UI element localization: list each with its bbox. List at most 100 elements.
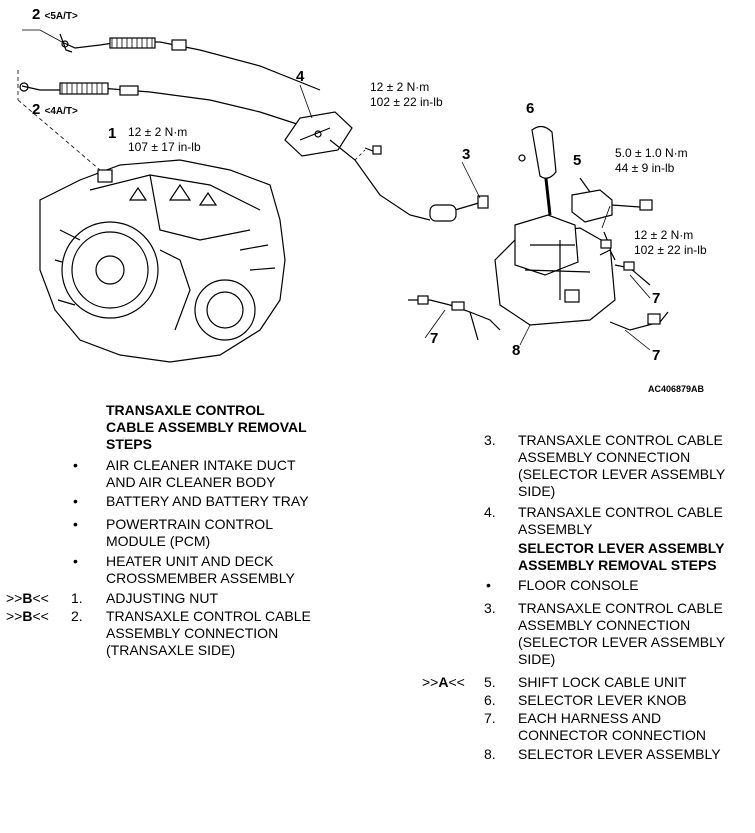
left-title-line: TRANSAXLE CONTROL bbox=[106, 402, 265, 418]
item-text: (TRANSAXLE SIDE) bbox=[106, 642, 236, 658]
list-item: 8. SELECTOR LEVER ASSEMBLY bbox=[420, 746, 755, 764]
item-text: (SELECTOR LEVER ASSEMBLY bbox=[518, 634, 726, 650]
right-section-title: SELECTOR LEVER ASSEMBLY ASSEMBLY REMOVAL… bbox=[518, 540, 724, 574]
harness-right-lower bbox=[609, 311, 669, 331]
reference-mark: >>B<< bbox=[6, 590, 49, 606]
bullet: • bbox=[73, 493, 78, 509]
right-title-line: ASSEMBLY REMOVAL STEPS bbox=[518, 557, 717, 573]
figure-id: AC406879AB bbox=[648, 384, 705, 394]
torque-1: 12 ± 2 N·m 107 ± 17 in-lb bbox=[128, 125, 201, 155]
callout-2-4at-number: 2 bbox=[32, 101, 41, 118]
item-text: SIDE) bbox=[518, 651, 556, 667]
list-item: • FLOOR CONSOLE bbox=[420, 577, 755, 595]
item-text: AND AIR CLEANER BODY bbox=[106, 474, 276, 490]
callout-2-5at-suffix: <5A/T> bbox=[44, 11, 78, 22]
callout-2-5at: 2 <5A/T> bbox=[32, 6, 78, 23]
bullet: • bbox=[73, 457, 78, 473]
item-text: CROSSMEMBER ASSEMBLY bbox=[106, 570, 295, 586]
item-text: POWERTRAIN CONTROL bbox=[106, 516, 273, 532]
list-item: • HEATER UNIT AND DECK CROSSMEMBER ASSEM… bbox=[0, 553, 380, 589]
torque-1-inlb: 107 ± 17 in-lb bbox=[128, 140, 201, 154]
bullet: • bbox=[486, 577, 491, 593]
callout-8: 8 bbox=[512, 342, 521, 359]
item-text: SIDE) bbox=[518, 483, 556, 499]
torque-5-inlb: 44 ± 9 in-lb bbox=[615, 161, 675, 175]
callout-7-right-upper: 7 bbox=[652, 290, 661, 307]
item-text: ASSEMBLY CONNECTION bbox=[518, 449, 691, 465]
callout-6: 6 bbox=[526, 100, 535, 117]
step-number: 6. bbox=[484, 692, 496, 708]
callout-1: 1 bbox=[108, 125, 117, 142]
torque-1-nm: 12 ± 2 N·m bbox=[128, 125, 188, 139]
left-title-line: CABLE ASSEMBLY REMOVAL bbox=[106, 419, 307, 435]
item-text: SHIFT LOCK CABLE UNIT bbox=[518, 674, 687, 690]
torque-8-nm: 12 ± 2 N·m bbox=[634, 228, 694, 242]
item-text: ASSEMBLY CONNECTION bbox=[518, 617, 691, 633]
reference-mark: >>B<< bbox=[6, 608, 49, 624]
item-text: TRANSAXLE CONTROL CABLE bbox=[518, 504, 723, 520]
torque-4-inlb: 102 ± 22 in-lb bbox=[370, 95, 443, 109]
callout-2-4at-suffix: <4A/T> bbox=[44, 106, 78, 117]
step-number: 3. bbox=[484, 432, 496, 448]
torque-8-inlb: 102 ± 22 in-lb bbox=[634, 243, 707, 257]
step-number: 5. bbox=[484, 674, 496, 690]
bullet: • bbox=[73, 516, 78, 532]
exploded-view-illustration bbox=[17, 29, 669, 363]
left-section-title: TRANSAXLE CONTROL CABLE ASSEMBLY REMOVAL… bbox=[106, 402, 307, 453]
list-item: >>B<< 1. ADJUSTING NUT bbox=[0, 590, 380, 608]
cable-5at-spring bbox=[109, 37, 156, 49]
cable-bracket bbox=[284, 111, 353, 157]
list-item: 6. SELECTOR LEVER KNOB bbox=[420, 692, 755, 710]
callout-7-right-lower: 7 bbox=[652, 347, 661, 364]
list-item: 3. TRANSAXLE CONTROL CABLE ASSEMBLY CONN… bbox=[420, 432, 755, 504]
selector-knob bbox=[531, 125, 557, 179]
callout-5: 5 bbox=[573, 152, 582, 169]
step-number: 1. bbox=[71, 590, 83, 606]
list-item: • AIR CLEANER INTAKE DUCT AND AIR CLEANE… bbox=[0, 457, 380, 493]
torque-8: 12 ± 2 N·m 102 ± 22 in-lb bbox=[634, 228, 707, 258]
list-item: • POWERTRAIN CONTROL MODULE (PCM) bbox=[0, 516, 380, 552]
torque-4-nm: 12 ± 2 N·m bbox=[370, 80, 430, 94]
step-number: 3. bbox=[484, 600, 496, 616]
item-text: ADJUSTING NUT bbox=[106, 590, 218, 606]
step-number: 8. bbox=[484, 746, 496, 762]
item-text: TRANSAXLE CONTROL CABLE bbox=[106, 608, 311, 624]
item-text: AIR CLEANER INTAKE DUCT bbox=[106, 457, 296, 473]
right-title-line: SELECTOR LEVER ASSEMBLY bbox=[518, 540, 725, 556]
torque-5: 5.0 ± 1.0 N·m 44 ± 9 in-lb bbox=[615, 146, 688, 176]
selector-lever-assembly bbox=[494, 169, 616, 326]
item-text: EACH HARNESS AND bbox=[518, 710, 662, 726]
step-number: 2. bbox=[71, 608, 83, 624]
left-title-line: STEPS bbox=[106, 436, 152, 452]
list-item: • BATTERY AND BATTERY TRAY bbox=[0, 493, 380, 511]
item-text: FLOOR CONSOLE bbox=[518, 577, 639, 593]
item-text: BATTERY AND BATTERY TRAY bbox=[106, 493, 309, 509]
list-item: >>B<< 2. TRANSAXLE CONTROL CABLE ASSEMBL… bbox=[0, 608, 380, 662]
item-text: ASSEMBLY CONNECTION bbox=[106, 625, 279, 641]
torque-5-nm: 5.0 ± 1.0 N·m bbox=[615, 146, 688, 160]
callout-4: 4 bbox=[296, 68, 305, 85]
item-text: MODULE (PCM) bbox=[106, 533, 211, 549]
shift-lock-unit bbox=[571, 189, 613, 223]
list-item: >>A<< 5. SHIFT LOCK CABLE UNIT bbox=[420, 674, 755, 692]
callout-2-4at: 2 <4A/T> bbox=[32, 101, 78, 118]
callout-3: 3 bbox=[462, 146, 471, 163]
torque-4: 12 ± 2 N·m 102 ± 22 in-lb bbox=[370, 80, 443, 110]
item-text: SELECTOR LEVER KNOB bbox=[518, 692, 687, 708]
item-text: TRANSAXLE CONTROL CABLE bbox=[518, 600, 723, 616]
item-text: HEATER UNIT AND DECK bbox=[106, 553, 274, 569]
item-text: (SELECTOR LEVER ASSEMBLY bbox=[518, 466, 726, 482]
step-number: 4. bbox=[484, 504, 496, 520]
item-text: TRANSAXLE CONTROL CABLE bbox=[518, 432, 723, 448]
item-text: CONNECTOR CONNECTION bbox=[518, 727, 706, 743]
list-item: 3. TRANSAXLE CONTROL CABLE ASSEMBLY CONN… bbox=[420, 600, 755, 672]
item-text: SELECTOR LEVER ASSEMBLY bbox=[518, 746, 721, 762]
callout-2-5at-number: 2 bbox=[32, 6, 41, 23]
bullet: • bbox=[73, 553, 78, 569]
callout-7-left: 7 bbox=[430, 330, 439, 347]
item-text: ASSEMBLY bbox=[518, 521, 593, 537]
list-item: 7. EACH HARNESS AND CONNECTOR CONNECTION bbox=[420, 710, 755, 746]
transaxle-body bbox=[39, 159, 286, 363]
reference-mark: >>A<< bbox=[422, 674, 465, 690]
step-number: 7. bbox=[484, 710, 496, 726]
